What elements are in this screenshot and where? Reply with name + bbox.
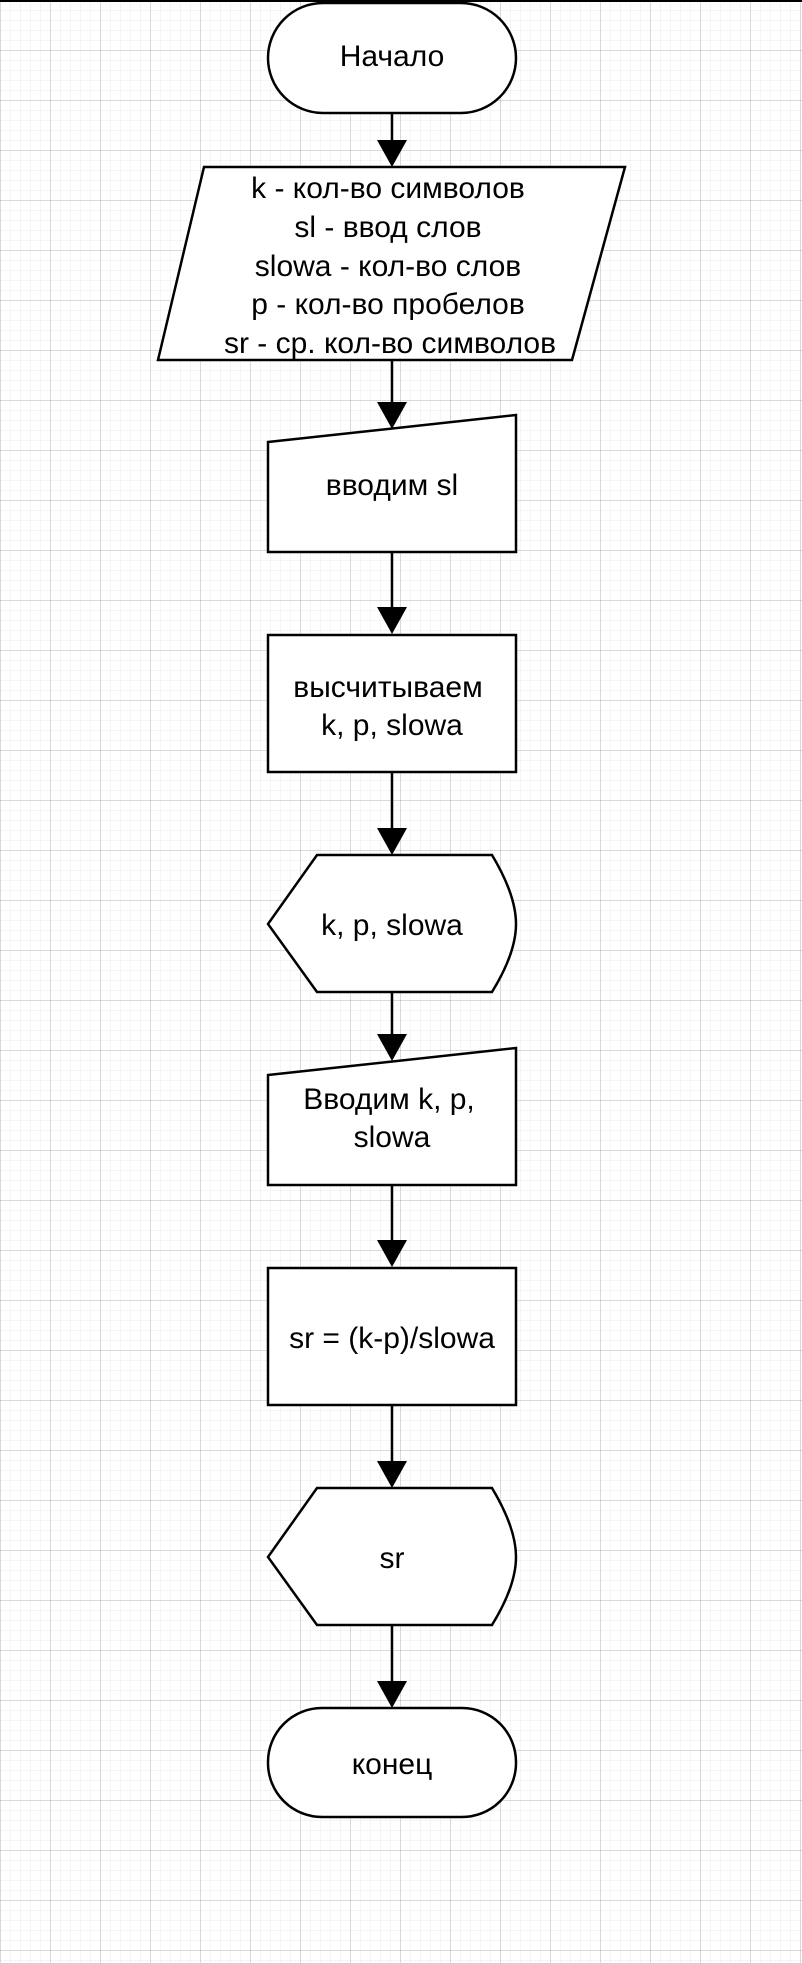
variables-line-sl: sl - ввод слов bbox=[294, 211, 481, 244]
display-sr[interactable]: sr bbox=[266, 1486, 518, 1627]
end-shape bbox=[266, 1706, 518, 1819]
process-compute-line-1: высчитываем bbox=[293, 671, 482, 704]
connector-formula-to-display-sr bbox=[377, 1405, 407, 1488]
variables-line-p: p - кол-во пробелов bbox=[251, 288, 525, 321]
connectors bbox=[377, 113, 407, 1708]
start-label: Начало bbox=[340, 40, 445, 73]
connector-display-to-input2 bbox=[377, 992, 407, 1061]
manual-input-kps[interactable]: Вводим k, p, slowa bbox=[266, 1046, 518, 1187]
process-formula-shape bbox=[266, 1266, 518, 1407]
manual-input-kps-line-2: slowa bbox=[354, 1121, 431, 1154]
manual-input-sl-label: вводим sl bbox=[326, 469, 458, 502]
connector-start-to-variables bbox=[377, 113, 407, 167]
display-sr-label: sr bbox=[380, 1542, 405, 1575]
manual-input-kps-shape bbox=[266, 1046, 518, 1187]
start-shape bbox=[266, 1, 518, 115]
process-compute[interactable]: высчитываем k, p, slowa bbox=[266, 633, 518, 774]
end-terminator[interactable]: конец bbox=[266, 1706, 518, 1819]
start-terminator[interactable]: Начало bbox=[266, 1, 518, 115]
top-border bbox=[0, 0, 802, 2]
display-kps-shape bbox=[266, 853, 518, 994]
connector-display-sr-to-end bbox=[377, 1625, 407, 1708]
end-label: конец bbox=[352, 1748, 433, 1781]
process-formula[interactable]: sr = (k-p)/slowa bbox=[266, 1266, 518, 1407]
variables-line-sr: sr - ср. кол-во символов bbox=[224, 327, 556, 360]
manual-input-sl-shape bbox=[266, 413, 518, 554]
display-kps[interactable]: k, p, slowa bbox=[266, 853, 518, 994]
variables-line-slowa: slowa - кол-во слов bbox=[255, 250, 521, 283]
display-kps-label: k, p, slowa bbox=[321, 909, 463, 942]
variables-line-k: k - кол-во символов bbox=[251, 172, 525, 205]
connector-input2-to-formula bbox=[377, 1185, 407, 1267]
display-sr-shape bbox=[266, 1486, 518, 1627]
manual-input-kps-line-1: Вводим k, p, bbox=[303, 1083, 475, 1116]
process-compute-shape bbox=[266, 633, 518, 774]
manual-input-sl[interactable]: вводим sl bbox=[266, 413, 518, 554]
process-compute-line-2: k, p, slowa bbox=[321, 709, 463, 742]
variables-shape bbox=[156, 165, 627, 362]
variables-block[interactable]: k - кол-во символов sl - ввод слов slowa… bbox=[156, 165, 627, 362]
connector-compute-to-display bbox=[377, 772, 407, 855]
process-formula-label: sr = (k-p)/slowa bbox=[289, 1322, 495, 1355]
connector-variables-to-input bbox=[377, 360, 407, 429]
connector-input-to-compute bbox=[377, 552, 407, 634]
